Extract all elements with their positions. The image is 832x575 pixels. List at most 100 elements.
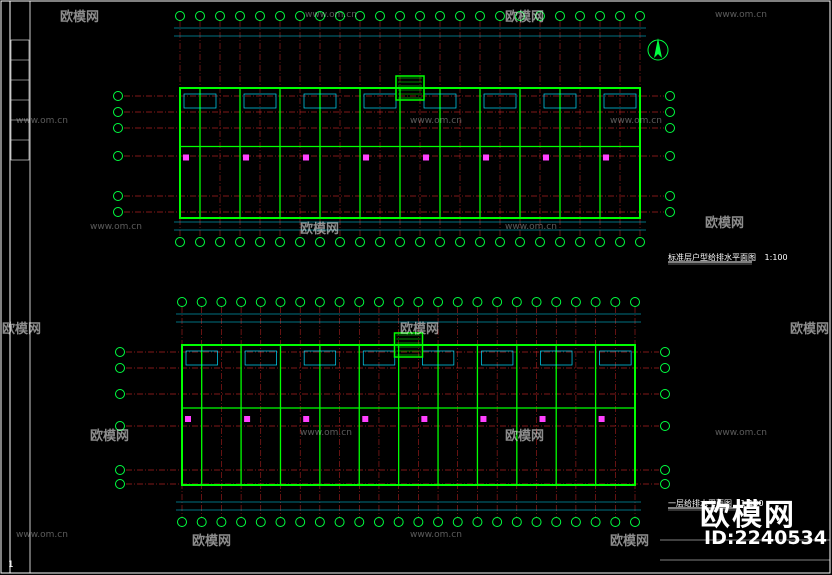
axis-bubble xyxy=(113,91,123,101)
axis-bubble xyxy=(113,107,123,117)
axis-bubble xyxy=(495,11,505,21)
axis-bubble xyxy=(314,517,325,527)
watermark-url-text: www.om.cn xyxy=(715,428,767,438)
watermark-text: 欧模网 xyxy=(90,429,130,444)
axis-bubble xyxy=(455,11,465,21)
axis-bubble xyxy=(475,237,485,247)
axis-bubble xyxy=(115,421,125,431)
axis-bubble xyxy=(393,517,404,527)
north-arrow-icon xyxy=(647,38,669,61)
axis-bubble xyxy=(551,517,562,527)
axis-bubble xyxy=(435,11,445,21)
axis-bubble xyxy=(195,11,205,21)
axis-bubble xyxy=(196,297,207,307)
axis-bubble xyxy=(215,11,225,21)
watermark-text: 欧模网 xyxy=(400,322,440,337)
axis-bubble xyxy=(531,297,542,307)
axis-bubble xyxy=(295,237,305,247)
axis-bubble xyxy=(115,479,125,489)
axis-bubble xyxy=(595,237,605,247)
axis-bubble xyxy=(113,151,123,161)
axis-bubble xyxy=(315,11,325,21)
watermark-text: 欧模网 xyxy=(192,534,232,549)
axis-bubble xyxy=(455,237,465,247)
axis-bubble xyxy=(115,465,125,475)
watermark-logo: 欧模网 xyxy=(700,498,796,533)
axis-bubble xyxy=(415,11,425,21)
axis-bubble xyxy=(275,297,286,307)
watermark-url: www.om.cn xyxy=(90,222,142,232)
axis-bubble xyxy=(115,389,125,399)
watermark-brand: 欧模网 xyxy=(505,6,544,25)
upper-floor-plan xyxy=(113,11,675,247)
axis-bubble xyxy=(535,237,545,247)
watermark-brand: 欧模网 xyxy=(705,212,744,231)
watermark-url: www.om.cn xyxy=(410,116,462,126)
upper-walls xyxy=(179,75,641,219)
axis-bubble xyxy=(395,11,405,21)
axis-bubble xyxy=(395,237,405,247)
axis-bubble xyxy=(315,237,325,247)
axis-bubble xyxy=(635,237,645,247)
axis-bubble xyxy=(216,517,227,527)
axis-bubble xyxy=(472,517,483,527)
axis-bubble xyxy=(216,297,227,307)
watermark-url-text: www.om.cn xyxy=(410,116,462,126)
axis-bubble xyxy=(354,297,365,307)
axis-bubble xyxy=(375,237,385,247)
axis-bubble xyxy=(595,11,605,21)
axis-bubble xyxy=(295,517,306,527)
axis-bubble xyxy=(375,11,385,21)
watermark-url-text: www.om.cn xyxy=(16,116,68,126)
watermark-url-text: www.om.cn xyxy=(90,222,142,232)
axis-bubble xyxy=(413,297,424,307)
axis-bubble xyxy=(610,517,621,527)
watermark-brand: 欧模网 xyxy=(300,218,339,237)
watermark-brand: 欧模网 xyxy=(790,318,829,337)
watermark-brand: 欧模网 xyxy=(60,6,99,25)
axis-bubble xyxy=(575,237,585,247)
axis-bubble xyxy=(295,11,305,21)
axis-bubble xyxy=(433,517,444,527)
axis-bubble xyxy=(551,297,562,307)
axis-bubble xyxy=(492,297,503,307)
axis-bubble xyxy=(115,363,125,373)
axis-bubble xyxy=(660,479,670,489)
lower-plan-title-text: 一层给排水平面图 xyxy=(668,499,732,508)
watermark-url: www.om.cn xyxy=(610,116,662,126)
watermark-id: ID:2240534 xyxy=(704,527,827,549)
axis-bubble xyxy=(275,11,285,21)
axis-bubble xyxy=(236,297,247,307)
axis-bubble xyxy=(660,389,670,399)
axis-bubble xyxy=(665,91,675,101)
axis-bubble xyxy=(515,237,525,247)
axis-bubble xyxy=(665,191,675,201)
axis-bubble xyxy=(236,517,247,527)
axis-bubble xyxy=(635,11,645,21)
axis-bubble xyxy=(175,11,185,21)
axis-bubble xyxy=(515,11,525,21)
axis-bubble xyxy=(354,517,365,527)
watermark-url: www.om.cn xyxy=(410,530,462,540)
axis-bubble xyxy=(415,237,425,247)
axis-bubble xyxy=(535,11,545,21)
axis-bubble xyxy=(435,237,445,247)
watermark-url-text: www.om.cn xyxy=(16,530,68,540)
axis-bubble xyxy=(555,237,565,247)
lower-axis-bubbles-top xyxy=(177,297,640,307)
lower-axis-bubbles-bottom xyxy=(177,517,640,527)
axis-bubble xyxy=(113,207,123,217)
watermark-text: 欧模网 xyxy=(60,10,100,25)
axis-bubble xyxy=(452,517,463,527)
axis-bubble xyxy=(335,11,345,21)
watermark-url: www.om.cn xyxy=(16,530,68,540)
axis-bubble xyxy=(355,237,365,247)
axis-bubble xyxy=(334,297,345,307)
axis-bubble xyxy=(393,297,404,307)
upper-grid-lines xyxy=(124,21,664,237)
watermark-url: www.om.cn xyxy=(305,10,357,20)
axis-bubble xyxy=(475,11,485,21)
axis-bubble xyxy=(555,11,565,21)
axis-bubble xyxy=(615,237,625,247)
